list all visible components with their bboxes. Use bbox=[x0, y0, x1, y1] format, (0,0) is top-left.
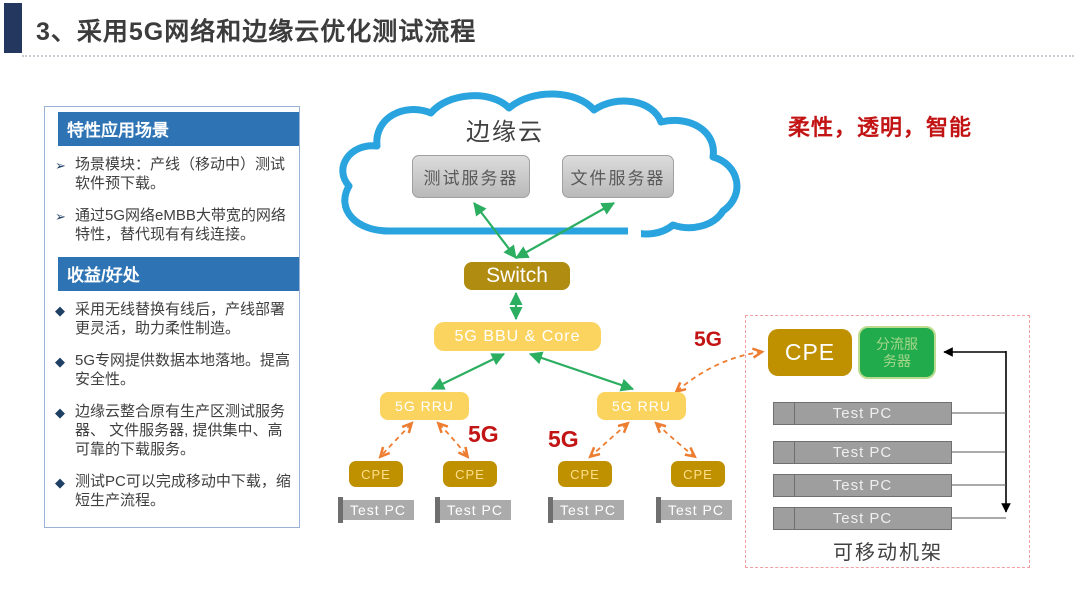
file-server-node: 文件服务器 bbox=[562, 155, 674, 198]
title-accent-bar bbox=[4, 3, 22, 53]
rack-test-pc-2: Test PC bbox=[773, 441, 952, 464]
rack-test-pc-label: Test PC bbox=[832, 444, 893, 461]
arrow-switch-to-test-server bbox=[473, 202, 517, 259]
tagline-text: 柔性，透明，智能 bbox=[788, 115, 973, 140]
rack-test-pc-1: Test PC bbox=[773, 402, 952, 425]
splitter-server-node: 分流服 务器 bbox=[858, 326, 936, 379]
list-item: ➢ 场景模块：产线（移动中）测试软件预下载。 bbox=[55, 155, 291, 193]
diamond-bullet-icon: ◆ bbox=[55, 475, 65, 490]
diamond-bullet-icon: ◆ bbox=[55, 405, 65, 420]
rack-unit-cell bbox=[774, 403, 795, 424]
test-pc-node-3: Test PC bbox=[548, 497, 624, 523]
arrow-bullet-icon: ➢ bbox=[55, 158, 66, 173]
list-item: ◆ 5G专网提供数据本地落地。提高安全性。 bbox=[55, 351, 291, 389]
rack-test-pc-3: Test PC bbox=[773, 474, 952, 497]
rru-right-node: 5G RRU bbox=[597, 392, 686, 420]
sidebar-panel: 特性应用场景 ➢ 场景模块：产线（移动中）测试软件预下载。 ➢ 通过5G网络eM… bbox=[44, 106, 300, 528]
bullet-text: 5G专网提供数据本地落地。提高安全性。 bbox=[75, 352, 291, 388]
bullet-text: 采用无线替换有线后，产线部署 更灵活，助力柔性制造。 bbox=[75, 301, 286, 337]
test-server-node: 测试服务器 bbox=[412, 155, 530, 198]
sidebar-section-header-scenarios: 特性应用场景 bbox=[58, 112, 299, 146]
rack-test-pc-label: Test PC bbox=[832, 405, 893, 422]
list-item: ◆ 测试PC可以完成移动中下载，缩短生产流程。 bbox=[55, 472, 291, 510]
rack-unit-cell bbox=[774, 508, 795, 529]
cpe-node-1: CPE bbox=[349, 461, 403, 487]
rack-unit-cell bbox=[774, 475, 795, 496]
switch-node: Switch bbox=[464, 262, 570, 290]
cpe-node-2: CPE bbox=[443, 461, 497, 487]
arrow-switch-to-file-server bbox=[515, 202, 615, 259]
radio-link-rru1-cpe2 bbox=[439, 424, 467, 456]
arrow-bbu-to-left-rru bbox=[431, 353, 505, 390]
rack-caption: 可移动机架 bbox=[833, 542, 943, 564]
title-separator bbox=[22, 55, 1074, 57]
rack-test-pc-label: Test PC bbox=[832, 477, 893, 494]
rru-left-node: 5G RRU bbox=[380, 392, 469, 420]
benefit-bullet-list: ◆ 采用无线替换有线后，产线部署 更灵活，助力柔性制造。 ◆ 5G专网提供数据本… bbox=[45, 291, 299, 510]
bbu-core-node: 5G BBU & Core bbox=[434, 322, 601, 351]
movable-rack-panel bbox=[745, 315, 1030, 568]
bullet-text: 边缘云整合原有生产区测试服务 器、 文件服务器, 提供集中、高 可靠的下载服务。 bbox=[75, 403, 286, 458]
bullet-text: 场景模块：产线（移动中）测试软件预下载。 bbox=[75, 156, 286, 192]
arrow-bullet-icon: ➢ bbox=[55, 209, 66, 224]
arrow-bbu-to-right-rru bbox=[528, 351, 635, 392]
radio-link-rru2-cpe4 bbox=[657, 424, 694, 456]
radio-link-rru1-cpe1 bbox=[381, 424, 411, 456]
edge-cloud-label: 边缘云 bbox=[466, 119, 544, 146]
list-item: ◆ 采用无线替换有线后，产线部署 更灵活，助力柔性制造。 bbox=[55, 300, 291, 338]
rack-test-pc-4: Test PC bbox=[773, 507, 952, 530]
page-title: 3、采用5G网络和边缘云优化测试流程 bbox=[36, 18, 477, 46]
cloud-outline-gap bbox=[628, 224, 641, 237]
5g-link-label-left: 5G bbox=[468, 421, 499, 447]
edge-cloud-shape bbox=[339, 90, 741, 238]
cpe-node-4: CPE bbox=[671, 461, 725, 487]
rack-unit-cell bbox=[774, 442, 795, 463]
scenario-bullet-list: ➢ 场景模块：产线（移动中）测试软件预下载。 ➢ 通过5G网络eMBB大带宽的网… bbox=[45, 146, 299, 244]
sidebar-section-header-benefits: 收益/好处 bbox=[58, 257, 299, 291]
test-pc-node-1: Test PC bbox=[338, 497, 414, 523]
test-pc-node-4: Test PC bbox=[656, 497, 732, 523]
5g-link-label-rack: 5G bbox=[694, 328, 723, 351]
5g-link-label-middle: 5G bbox=[548, 426, 579, 452]
diamond-bullet-icon: ◆ bbox=[55, 354, 65, 369]
rack-cpe-node: CPE bbox=[768, 329, 852, 376]
radio-link-rru2-rack-cpe bbox=[677, 352, 761, 391]
radio-link-rru2-cpe3 bbox=[591, 424, 627, 456]
diamond-bullet-icon: ◆ bbox=[55, 303, 65, 318]
cpe-node-3: CPE bbox=[558, 461, 612, 487]
bullet-text: 通过5G网络eMBB大带宽的网络特性，替代现有有线连接。 bbox=[75, 207, 286, 243]
bullet-text: 测试PC可以完成移动中下载，缩短生产流程。 bbox=[75, 473, 291, 509]
list-item: ➢ 通过5G网络eMBB大带宽的网络特性，替代现有有线连接。 bbox=[55, 206, 291, 244]
test-pc-node-2: Test PC bbox=[435, 497, 511, 523]
rack-test-pc-label: Test PC bbox=[832, 510, 893, 527]
list-item: ◆ 边缘云整合原有生产区测试服务 器、 文件服务器, 提供集中、高 可靠的下载服… bbox=[55, 402, 291, 459]
